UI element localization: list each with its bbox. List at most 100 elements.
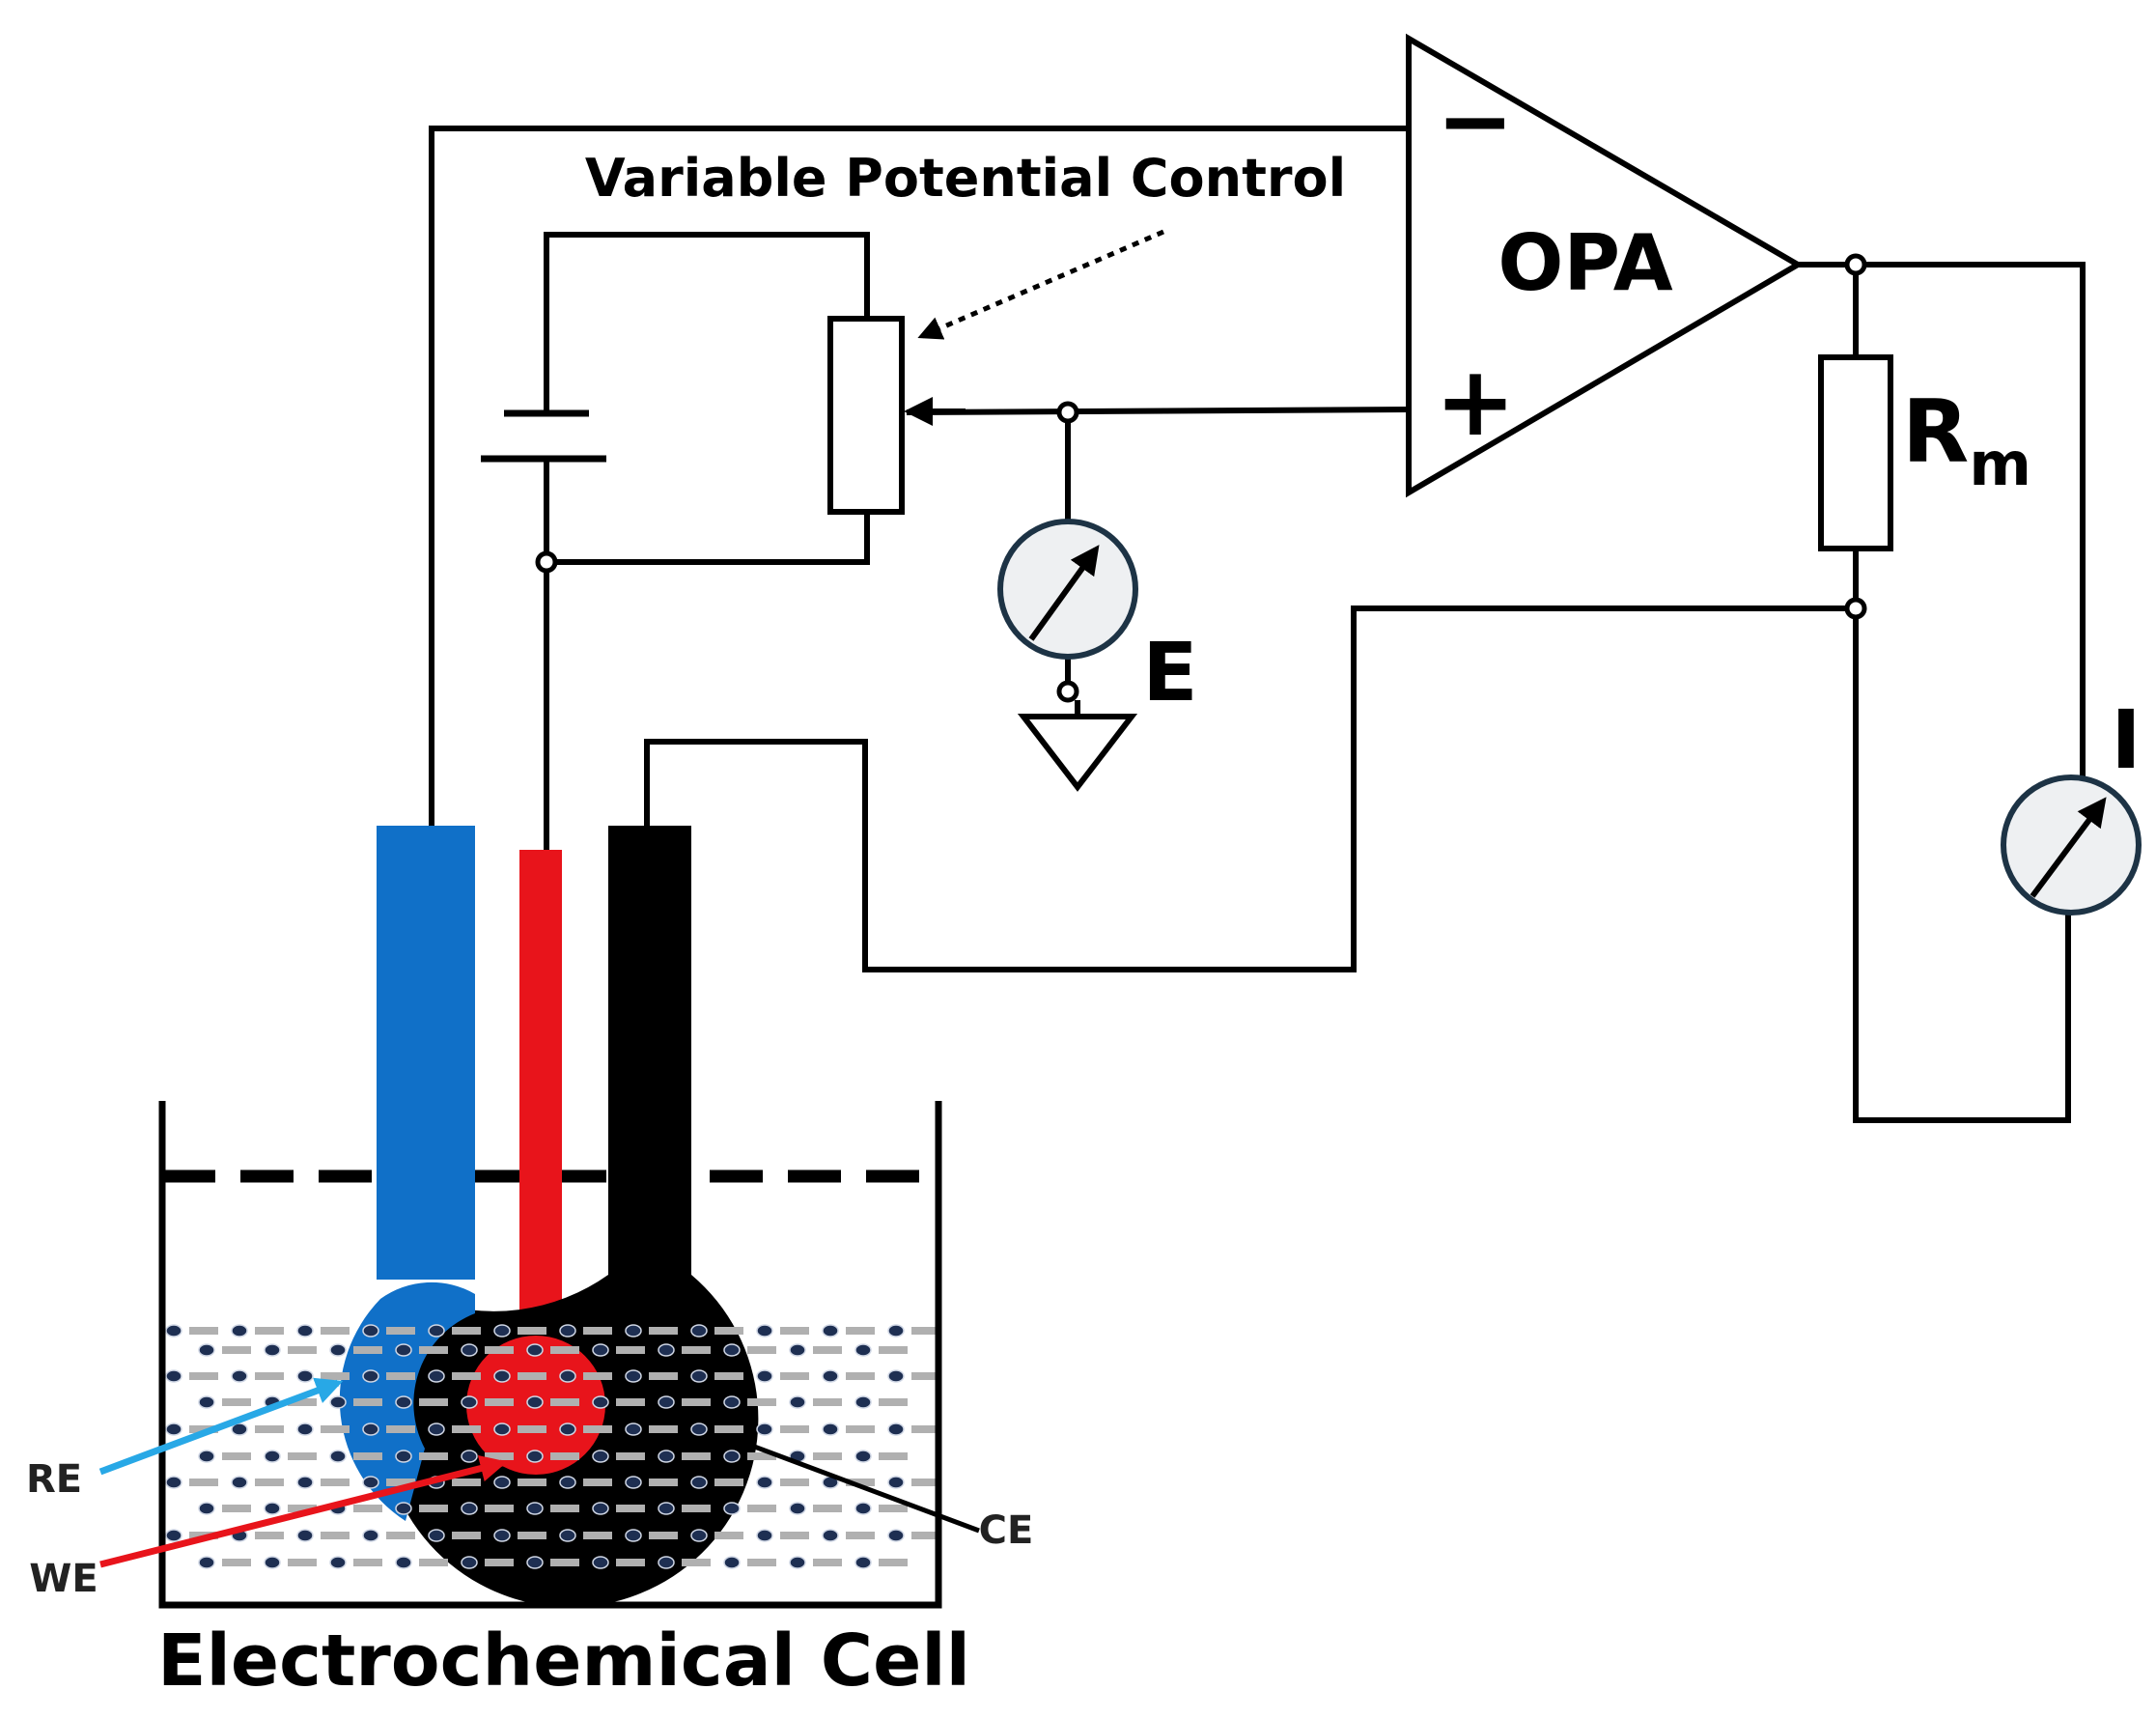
ion-dot [887,1476,905,1489]
ion-dash [583,1327,612,1335]
ion-dot [395,1450,412,1463]
ion-dot [395,1502,412,1515]
ion-dash [583,1532,612,1539]
ion-dash [353,1346,382,1354]
ion-dash [616,1346,645,1354]
ion-dot [756,1422,773,1436]
ion-dash [288,1398,317,1406]
ion-dot [789,1395,806,1409]
ion-dot [756,1476,773,1489]
ion-dash [189,1425,218,1433]
cell-title: Electrochemical Cell [157,1619,970,1703]
ion-dot [493,1422,511,1436]
ion-dash [452,1479,481,1486]
ion-dot [559,1324,576,1338]
ion-dash [747,1346,776,1354]
circuit-wires [429,126,2086,1123]
ion-dash [288,1559,317,1566]
ion-dot [690,1369,708,1383]
ion-dash [485,1505,514,1512]
ion-dot [264,1556,281,1569]
ion-dash [813,1559,842,1566]
ion-dash [386,1532,415,1539]
op-amp: OPA − + [1406,33,1804,498]
ion-dot [395,1343,412,1357]
ion-dash [452,1532,481,1539]
ion-dash [550,1452,579,1460]
ion-dot [493,1369,511,1383]
ion-dash [353,1505,382,1512]
junction-node [1056,680,1079,703]
potentiometer-icon [827,316,966,515]
ion-dash [222,1452,251,1460]
ion-dot [296,1324,314,1338]
ion-dash [288,1346,317,1354]
re-label: RE [26,1457,82,1502]
ion-dot [493,1324,511,1338]
ion-dot [264,1343,281,1357]
ion-dash [780,1425,809,1433]
ion-dot [461,1450,478,1463]
ion-dot [592,1343,609,1357]
ce-pointer-arrow [730,1435,980,1534]
wire-ce-to-rm [644,606,1855,972]
op-amp-triangle [1406,33,1804,498]
ion-dash [780,1327,809,1335]
ion-dash [353,1559,382,1566]
ion-dash [682,1452,711,1460]
control-annotation-arrow [917,229,1164,340]
ion-dash [419,1398,448,1406]
wire-battery-top [544,232,870,416]
ion-dash [222,1559,251,1566]
meter-arrow-icon [2030,797,2107,898]
junction-nodes [535,253,1867,703]
ion-dash [222,1346,251,1354]
ion-dash [485,1398,514,1406]
ion-dot [198,1450,215,1463]
wire-battery-bottom [544,509,870,565]
ion-dot [461,1395,478,1409]
ion-dash [780,1532,809,1539]
ion-dot [592,1450,609,1463]
resistor-label: Rm [1902,381,2031,499]
ion-dot [789,1343,806,1357]
ion-dot [625,1422,642,1436]
ammeter-label: I [2111,692,2141,787]
ion-dot [198,1502,215,1515]
ion-dash [649,1532,678,1539]
junction-node [1844,253,1867,276]
ion-dash [255,1372,284,1380]
ion-dot [165,1324,182,1338]
ion-dot [428,1529,445,1542]
ion-dash [846,1425,875,1433]
ion-dot [461,1556,478,1569]
ion-dash [780,1479,809,1486]
ion-dash [813,1452,842,1460]
ion-dot [428,1422,445,1436]
ion-dash [321,1532,350,1539]
we-pointer-arrow [99,1454,508,1568]
ion-dot [822,1369,839,1383]
ion-dot [329,1395,347,1409]
ion-dash [879,1346,908,1354]
ion-dot [658,1395,675,1409]
junction-node [1056,401,1079,424]
ion-dot [658,1502,675,1515]
ion-dot [329,1343,347,1357]
ion-dot [723,1502,741,1515]
ion-dot [690,1529,708,1542]
ion-dot [756,1324,773,1338]
ion-dash [386,1425,415,1433]
ion-dash [616,1559,645,1566]
ion-dash [714,1425,743,1433]
measurement-resistor: Rm [1818,354,2031,551]
ion-dot [723,1450,741,1463]
ion-dot [789,1502,806,1515]
ion-dot [887,1369,905,1383]
ion-dot [461,1343,478,1357]
ion-dash [911,1479,940,1486]
ion-dash [550,1346,579,1354]
ion-dash [353,1398,382,1406]
ion-dot [329,1556,347,1569]
ion-dot [756,1529,773,1542]
